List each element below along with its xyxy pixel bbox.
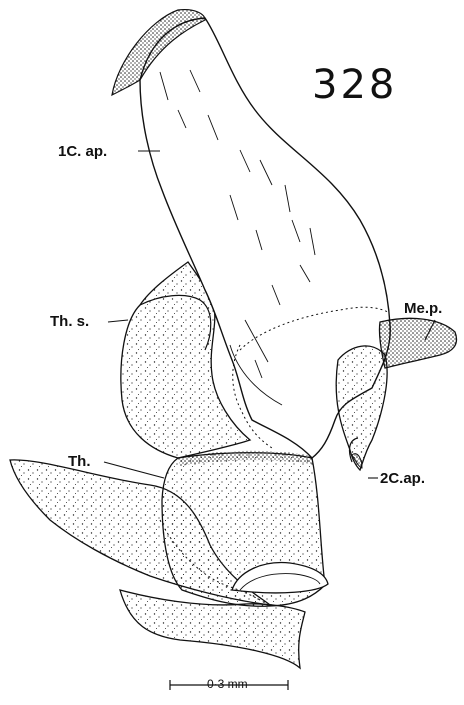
median-process	[379, 318, 456, 368]
figure-number: 328	[312, 62, 397, 108]
second-conjunctival-appendage	[336, 346, 387, 470]
scale-label: 0·3 mm	[207, 677, 248, 691]
label-1c-ap: 1C. ap.	[58, 143, 107, 160]
label-th: Th.	[68, 453, 91, 470]
label-2c-ap: 2C.ap.	[380, 470, 425, 487]
label-me-p: Me.p.	[404, 300, 442, 317]
label-th-s: Th. s.	[50, 313, 89, 330]
